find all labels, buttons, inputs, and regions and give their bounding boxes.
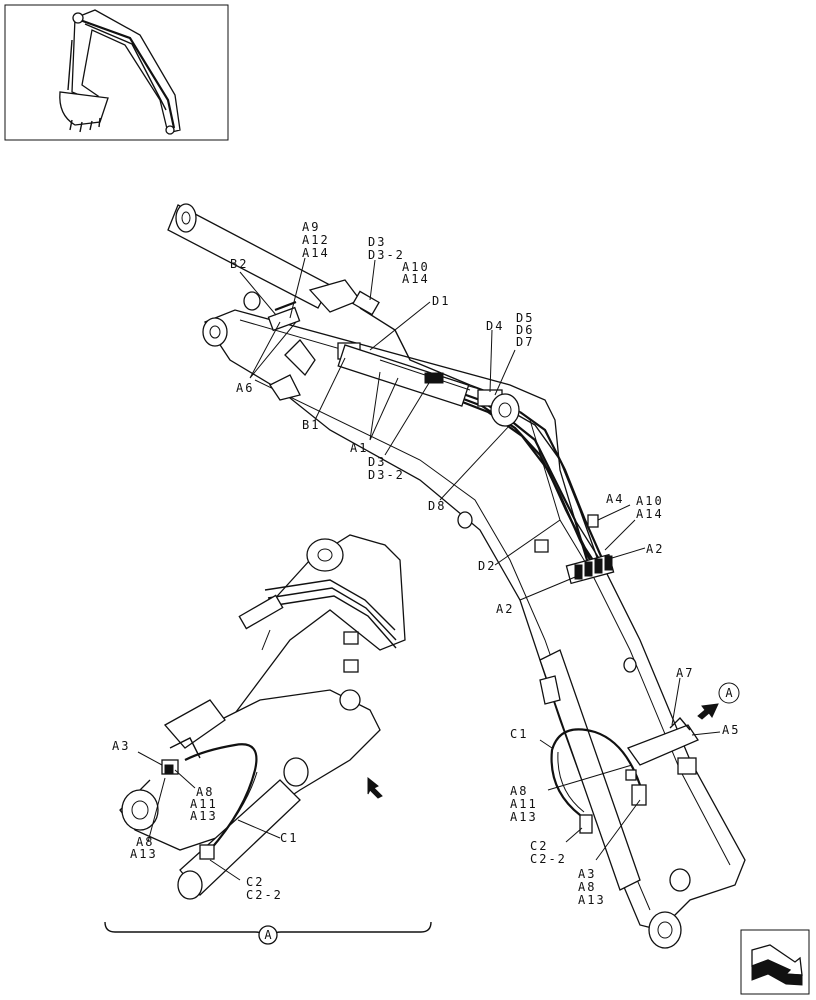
fittings-top	[267, 290, 520, 427]
label-a6: A6	[236, 381, 254, 395]
detail-a-bracket: A	[104, 921, 432, 945]
hose-c1-left	[184, 743, 258, 851]
excavator-arm-icon	[59, 9, 181, 135]
leader-lines	[137, 257, 721, 881]
label-a9: A9	[302, 220, 320, 234]
label-d1: D1	[432, 294, 450, 308]
label-a12: A12	[302, 233, 330, 247]
view-a-arrow-icon	[697, 703, 719, 720]
fitting-c2-left	[199, 844, 215, 860]
label-a2-low: A2	[496, 602, 514, 616]
label-d4: D4	[486, 319, 504, 333]
label-c2-left: C2	[246, 875, 264, 889]
arm-end-pin	[648, 911, 682, 949]
label-a10-right: A10	[636, 494, 664, 508]
label-a8-left: A8	[196, 785, 214, 799]
label-a8-right: A8	[510, 784, 528, 798]
label-a11-right: A11	[510, 797, 538, 811]
label-d7: D7	[516, 335, 534, 349]
label-a1: A1	[350, 441, 368, 455]
label-a8-left2: A8	[136, 835, 154, 849]
next-page-icon[interactable]	[740, 929, 810, 995]
label-d3-2-bottom: D3-2	[368, 468, 405, 482]
label-a14-mid: A14	[402, 272, 430, 286]
fitting-a3-right	[631, 784, 647, 806]
label-a3-left: A3	[112, 739, 130, 753]
detail-coupling	[238, 594, 284, 630]
view-a-callout-label: A	[725, 686, 733, 700]
view-a-callout	[718, 682, 740, 704]
detail-a-bracket-label: A	[264, 928, 272, 942]
fitting-a7	[677, 757, 697, 775]
label-b2: B2	[230, 257, 248, 271]
arm-cylinder	[539, 649, 641, 891]
label-a2-right: A2	[646, 542, 664, 556]
boom-cylinder	[167, 204, 331, 309]
boom-top-pin	[490, 393, 520, 427]
label-d3-bottom: D3	[368, 455, 386, 469]
label-c2-right: C2	[530, 839, 548, 853]
bracket-a5	[626, 724, 699, 766]
detail-bracket	[163, 699, 226, 749]
excavator-thumbnail	[4, 4, 229, 141]
boom-body	[204, 309, 746, 931]
label-c2-2-left: C2-2	[246, 888, 283, 902]
label-a14-right: A14	[636, 507, 664, 521]
label-a3-right: A3	[578, 867, 596, 881]
label-d3: D3	[368, 235, 386, 249]
boom-structure	[167, 203, 746, 949]
view-arrow-icon	[367, 776, 383, 799]
label-a7: A7	[676, 666, 694, 680]
label-c2-2-right: C2-2	[530, 852, 567, 866]
label-a13-left2: A13	[130, 847, 158, 861]
label-d2: D2	[478, 559, 496, 573]
callout-labels: A9 A12 A14 B2 A6 B1 A1 D3 D3-2 A10 A14 D…	[112, 220, 740, 907]
label-a5: A5	[722, 723, 740, 737]
cylinder-pin	[175, 203, 197, 233]
fitting-c2-right	[579, 814, 593, 834]
label-d8: D8	[428, 499, 446, 513]
label-c1-left: C1	[280, 831, 298, 845]
detail-a-view	[119, 534, 406, 900]
label-d6: D6	[516, 323, 534, 337]
label-a10: A10	[402, 260, 430, 274]
label-b1: B1	[302, 418, 320, 432]
label-a8-right2: A8	[578, 880, 596, 894]
label-a13-right2: A13	[578, 893, 606, 907]
clamp-b2	[267, 306, 301, 332]
label-a14: A14	[302, 246, 330, 260]
thumbnail-frame	[4, 4, 229, 141]
label-a4: A4	[606, 492, 624, 506]
boom-foot-pin	[202, 317, 228, 347]
label-c1-right: C1	[510, 727, 528, 741]
label-a13-left: A13	[190, 809, 218, 823]
hose-block-a1	[337, 344, 470, 407]
label-d5: D5	[516, 311, 534, 325]
fitting-d3	[352, 290, 380, 316]
label-a11-left: A11	[190, 797, 218, 811]
label-d3-2: D3-2	[368, 248, 405, 262]
label-a13-right: A13	[510, 810, 538, 824]
